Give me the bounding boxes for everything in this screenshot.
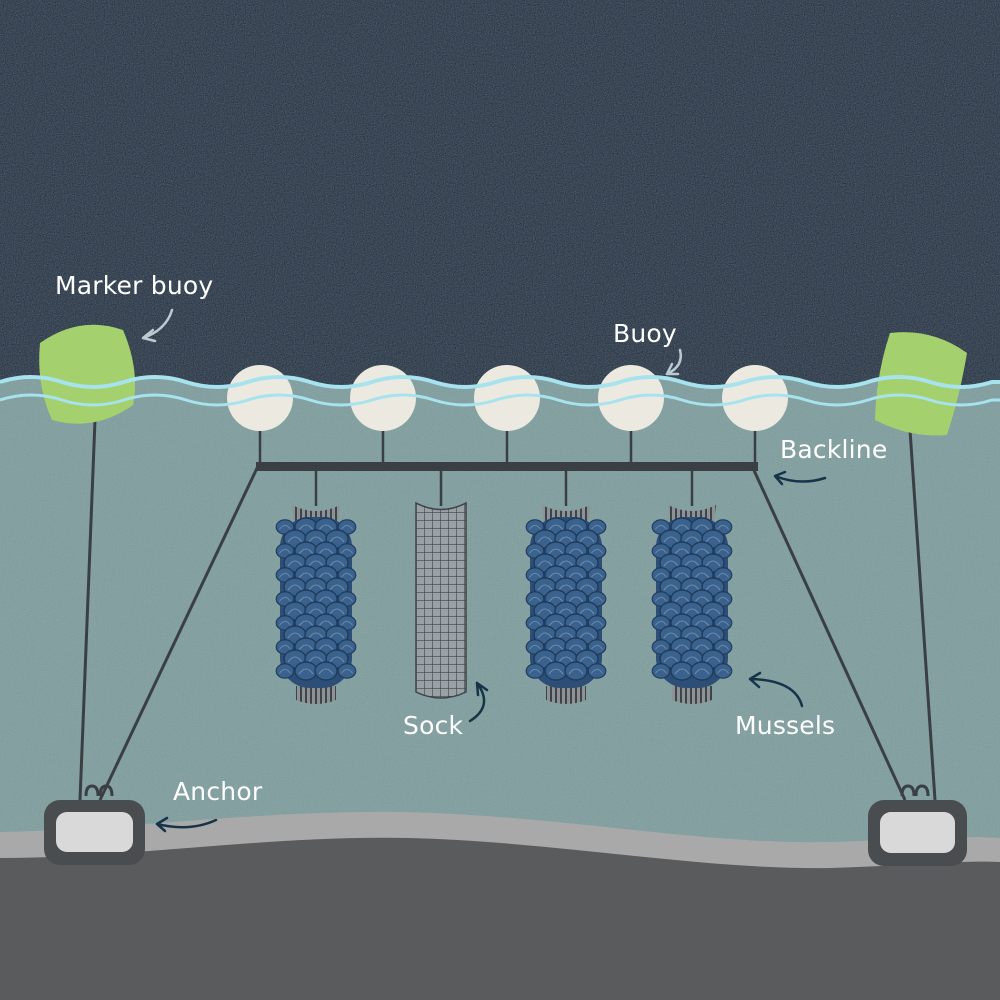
curved-arrow-icon xyxy=(141,308,174,343)
mussel-sock-1 xyxy=(275,505,357,704)
curved-arrow-icon xyxy=(155,816,218,833)
curved-arrow-icon xyxy=(748,671,804,708)
anchor-lines xyxy=(78,419,937,801)
mussel-shell xyxy=(525,663,545,679)
label-mussels: Mussels xyxy=(735,711,835,740)
anchor-right xyxy=(868,784,967,866)
curved-arrow-icon xyxy=(665,348,682,376)
curved-arrow-icon xyxy=(468,681,489,723)
curved-arrow-icon xyxy=(773,470,827,486)
backline-assembly xyxy=(256,425,758,506)
mussel-shell xyxy=(544,661,568,681)
marker-buoy-right xyxy=(875,332,967,436)
mussel-shell xyxy=(690,661,714,681)
label-backline: Backline xyxy=(780,435,887,464)
mussel-shell xyxy=(337,663,357,679)
water-surface-line-2 xyxy=(0,393,1000,407)
mussel-shell xyxy=(294,661,318,681)
mussel-shell xyxy=(651,663,671,679)
label-buoy: Buoy xyxy=(613,319,677,348)
label-sock: Sock xyxy=(403,711,464,740)
label-marker-buoy: Marker buoy xyxy=(55,271,213,300)
mussel-sock-3 xyxy=(651,505,733,704)
mussel-shell xyxy=(670,661,694,681)
backline-rope xyxy=(256,462,758,471)
sea-floor xyxy=(0,837,1000,1000)
mussel-socks xyxy=(275,505,733,704)
mussel-sock-2 xyxy=(525,505,607,704)
mussel-shell xyxy=(713,663,733,679)
mussel-shell xyxy=(275,663,295,679)
marker-buoy-left xyxy=(39,324,136,424)
label-anchor: Anchor xyxy=(173,777,263,806)
mussel-shell xyxy=(564,661,588,681)
night-sky xyxy=(0,0,1000,400)
water-surface-line xyxy=(0,375,1000,389)
mussel-shell xyxy=(314,661,338,681)
anchor-left xyxy=(44,784,145,865)
mussel-shell xyxy=(587,663,607,679)
empty-sock xyxy=(415,501,467,699)
